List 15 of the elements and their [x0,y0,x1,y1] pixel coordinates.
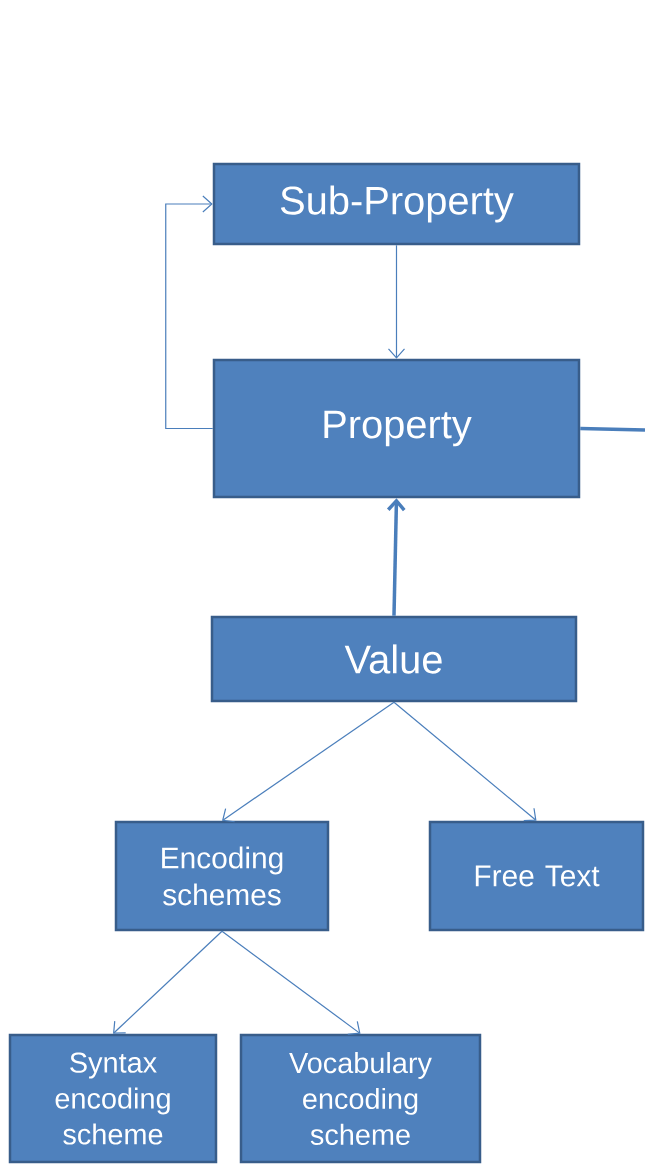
process-box: Encoding schemes [114,820,330,932]
arrow [222,701,395,823]
arrow [221,930,361,1035]
process-box: Vocabulary encoding scheme [239,1033,482,1164]
process-box: Free Text [428,820,645,932]
connector-line [580,426,645,432]
arrow [387,244,406,359]
arrow [165,195,214,430]
process-box: Value [210,615,578,703]
arrow [393,701,537,822]
arrow [113,930,223,1034]
process-box: Syntax encoding scheme [8,1033,218,1164]
arrow [386,498,406,616]
process-box: Property [212,358,581,499]
process-box: Sub-Property [212,162,581,246]
